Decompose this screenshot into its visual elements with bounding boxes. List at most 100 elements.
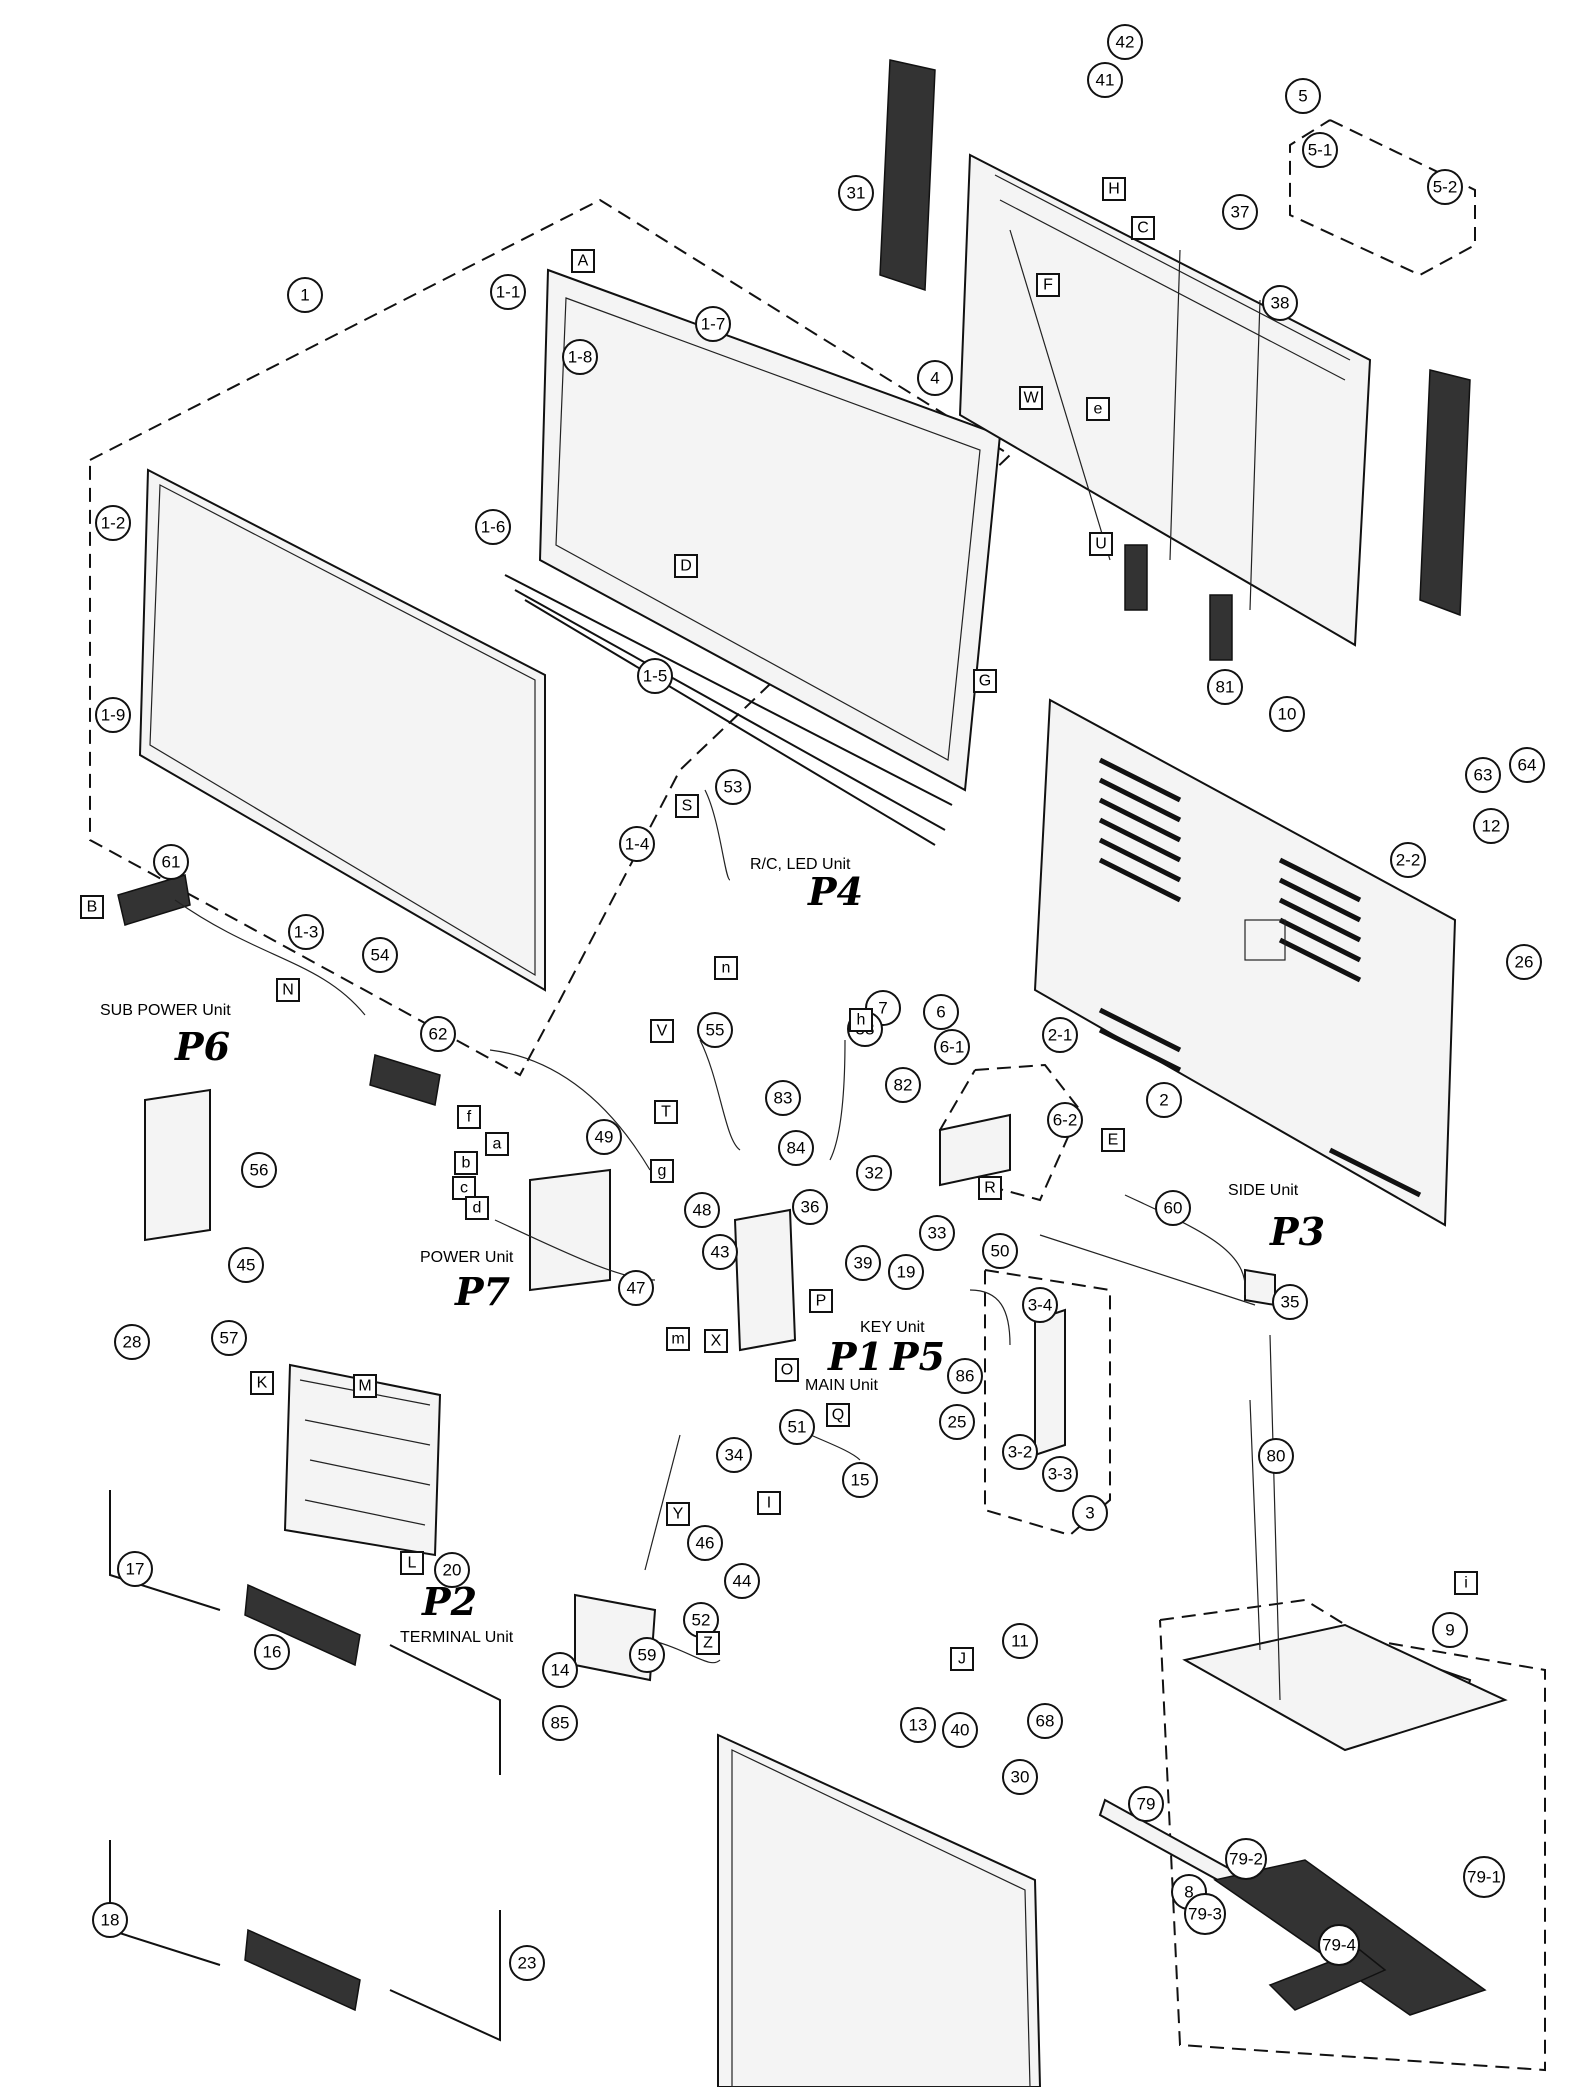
svg-text:6: 6 [936, 1003, 945, 1022]
ref-p7: P7 [454, 1269, 510, 1314]
callout-81: 81 [1207, 669, 1243, 705]
svg-text:3: 3 [1085, 1504, 1094, 1523]
callout-1-9: 1-9 [95, 697, 131, 733]
callout-57: 57 [211, 1320, 247, 1356]
side-brackets [879, 59, 1471, 617]
callout-32: 32 [856, 1155, 892, 1191]
tag-Y: Y [666, 1502, 690, 1526]
callout-33: 33 [919, 1215, 955, 1251]
callout-51: 51 [779, 1409, 815, 1445]
callout-23: 23 [509, 1945, 545, 1981]
svg-text:41: 41 [1096, 71, 1115, 90]
svg-text:n: n [722, 960, 731, 977]
svg-text:3-3: 3-3 [1048, 1465, 1073, 1484]
callout-1-6: 1-6 [475, 509, 511, 545]
callout-14: 14 [542, 1652, 578, 1688]
svg-text:53: 53 [724, 778, 743, 797]
svg-text:48: 48 [693, 1201, 712, 1220]
callout-6: 6 [923, 994, 959, 1030]
callout-36: 36 [792, 1189, 828, 1225]
callout-82: 82 [885, 1067, 921, 1103]
callout-30: 30 [1002, 1759, 1038, 1795]
callout-3-2: 3-2 [1002, 1434, 1038, 1470]
callout-3-3: 3-3 [1042, 1456, 1078, 1492]
svg-text:12: 12 [1482, 817, 1501, 836]
svg-text:L: L [408, 1555, 417, 1572]
svg-text:39: 39 [854, 1254, 873, 1273]
svg-text:m: m [671, 1331, 684, 1348]
callout-86: 86 [947, 1358, 983, 1394]
side-unit-label: SIDE Unit [1228, 1182, 1299, 1199]
tag-H: H [1102, 177, 1126, 201]
svg-text:19: 19 [897, 1263, 916, 1282]
tag-F: F [1036, 273, 1060, 297]
tag-U: U [1089, 532, 1113, 556]
tag-a: a [485, 1132, 509, 1156]
callout-84: 84 [778, 1130, 814, 1166]
svg-text:18: 18 [101, 1911, 120, 1930]
svg-text:79-1: 79-1 [1467, 1868, 1501, 1887]
svg-text:1-9: 1-9 [101, 706, 126, 725]
svg-text:46: 46 [696, 1534, 715, 1553]
svg-text:3-2: 3-2 [1008, 1443, 1033, 1462]
svg-text:6-2: 6-2 [1053, 1111, 1078, 1130]
callout-83: 83 [765, 1080, 801, 1116]
svg-text:10: 10 [1278, 705, 1297, 724]
svg-text:44: 44 [733, 1572, 752, 1591]
svg-text:a: a [493, 1136, 502, 1153]
svg-text:Q: Q [832, 1407, 844, 1424]
svg-text:23: 23 [518, 1954, 537, 1973]
svg-text:C: C [1137, 220, 1149, 237]
front-bezel [504, 268, 1002, 846]
svg-text:1-4: 1-4 [625, 835, 650, 854]
callout-17: 17 [117, 1551, 153, 1587]
svg-text:37: 37 [1231, 203, 1250, 222]
callout-35: 35 [1272, 1284, 1308, 1320]
svg-text:57: 57 [220, 1329, 239, 1348]
callout-59: 59 [629, 1637, 665, 1673]
callout-15: 15 [842, 1462, 878, 1498]
svg-text:56: 56 [250, 1161, 269, 1180]
svg-text:35: 35 [1281, 1293, 1300, 1312]
tag-P: P [809, 1289, 833, 1313]
svg-text:G: G [979, 673, 991, 690]
svg-text:32: 32 [865, 1164, 884, 1183]
tag-f: f [457, 1105, 481, 1129]
rear-cover [1033, 698, 1457, 1227]
callout-1-7: 1-7 [695, 306, 731, 342]
callout-40: 40 [942, 1712, 978, 1748]
glass-panel [138, 468, 546, 992]
callout-16: 16 [254, 1634, 290, 1670]
callout-60: 60 [1155, 1190, 1191, 1226]
tag-K: K [250, 1371, 274, 1395]
main-unit-label: MAIN Unit [805, 1377, 878, 1394]
power-unit-label: POWER Unit [420, 1249, 514, 1266]
tag-J: J [950, 1647, 974, 1671]
svg-text:62: 62 [429, 1025, 448, 1044]
svg-text:I: I [767, 1495, 771, 1512]
callout-61: 61 [153, 844, 189, 880]
sub-power-unit-label: SUB POWER Unit [100, 1002, 231, 1019]
callout-5: 5 [1285, 78, 1321, 114]
svg-text:15: 15 [851, 1471, 870, 1490]
callout-79: 79 [1128, 1786, 1164, 1822]
svg-text:H: H [1108, 181, 1120, 198]
callout-80: 80 [1258, 1438, 1294, 1474]
svg-text:V: V [657, 1023, 668, 1040]
tag-g: g [650, 1159, 674, 1183]
svg-text:N: N [282, 982, 294, 999]
svg-text:2-1: 2-1 [1048, 1026, 1073, 1045]
callout-28: 28 [114, 1324, 150, 1360]
tag-I: I [757, 1491, 781, 1515]
tag-B: B [80, 895, 104, 919]
callout-63: 63 [1465, 757, 1501, 793]
tag-h: h [849, 1008, 873, 1032]
svg-text:61: 61 [162, 853, 181, 872]
tag-E: E [1101, 1128, 1125, 1152]
ref-p3: P3 [1269, 1209, 1325, 1254]
callout-49: 49 [586, 1119, 622, 1155]
svg-text:5-1: 5-1 [1308, 141, 1333, 160]
callout-31: 31 [838, 175, 874, 211]
svg-text:42: 42 [1116, 33, 1135, 52]
